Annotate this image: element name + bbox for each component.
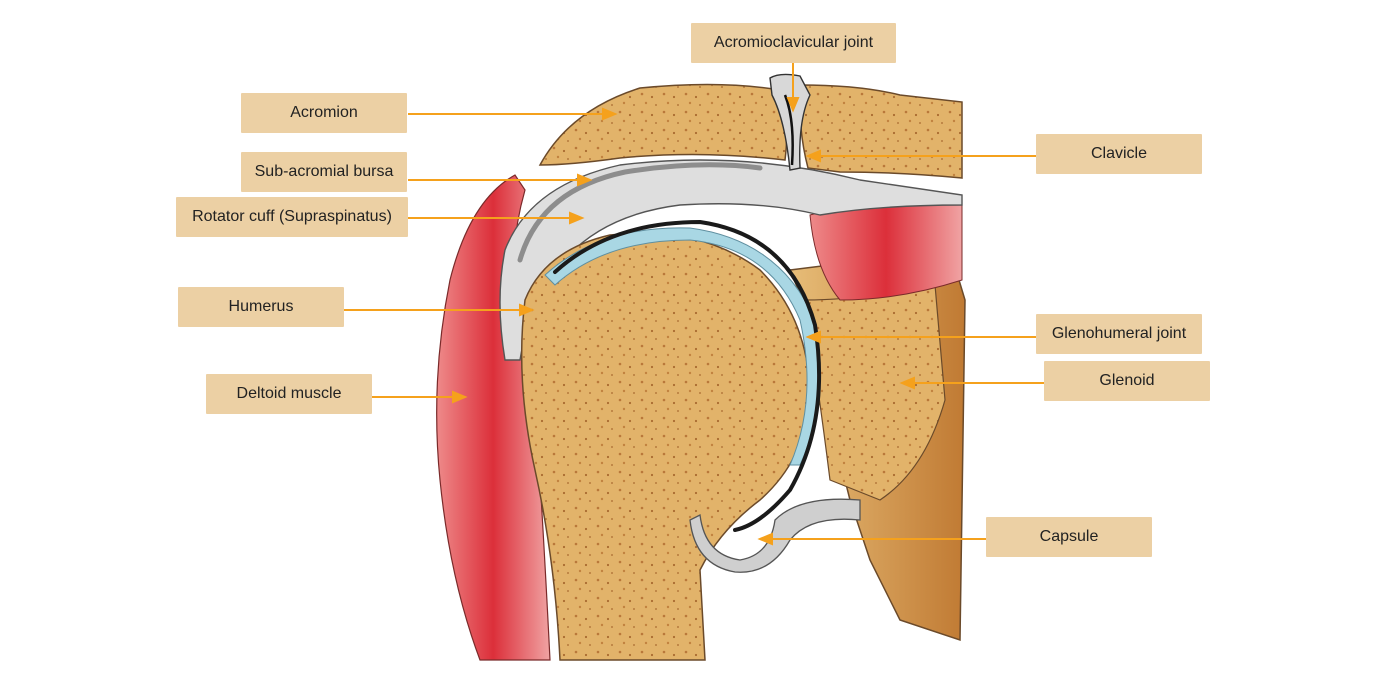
label-glenoid: Glenoid xyxy=(1044,361,1210,401)
label-rotator-cuff: Rotator cuff (Supraspinatus) xyxy=(176,197,408,237)
supraspinatus-muscle-shape xyxy=(809,198,963,301)
clavicle-shape xyxy=(798,84,963,179)
subacromial-bursa-shape xyxy=(517,162,763,263)
cartilage-shape xyxy=(544,227,821,466)
ac-joint-line xyxy=(783,94,794,166)
pointer-arrows xyxy=(344,63,1044,546)
label-acromioclavicular-joint: Acromioclavicular joint xyxy=(691,23,896,63)
label-deltoid-muscle: Deltoid muscle xyxy=(206,374,372,414)
label-acromion: Acromion xyxy=(241,93,407,133)
capsule-shape xyxy=(689,498,861,573)
label-subacromial-bursa: Sub-acromial bursa xyxy=(241,152,407,192)
humerus-shape xyxy=(520,232,811,661)
ac-joint-shape xyxy=(769,73,811,171)
label-humerus: Humerus xyxy=(178,287,344,327)
label-capsule: Capsule xyxy=(986,517,1152,557)
glenohumeral-joint-line xyxy=(553,219,822,532)
label-glenohumeral-joint: Glenohumeral joint xyxy=(1036,314,1202,354)
label-clavicle: Clavicle xyxy=(1036,134,1202,174)
acromion-shape xyxy=(538,83,788,166)
